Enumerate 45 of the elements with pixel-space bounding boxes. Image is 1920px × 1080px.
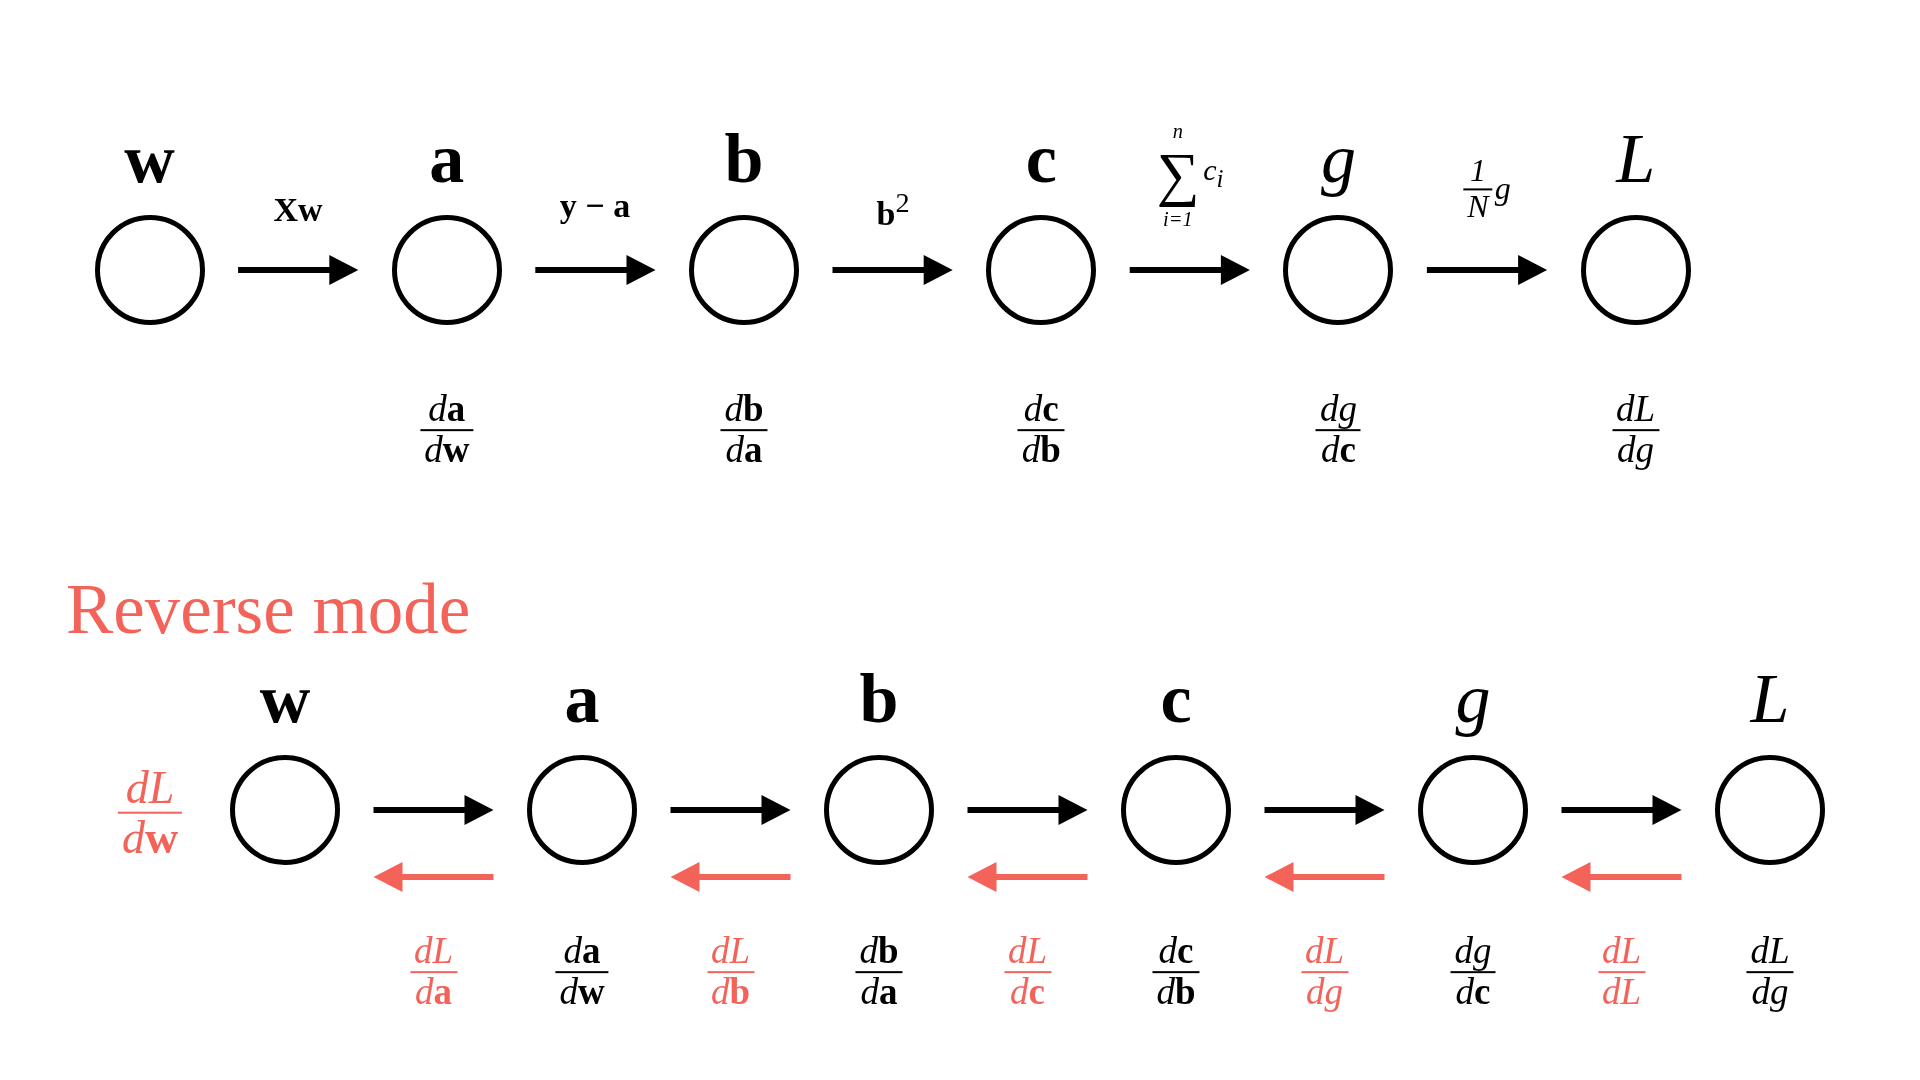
derivative-fraction: db da bbox=[855, 932, 903, 1012]
arrow bbox=[1264, 862, 1385, 892]
derivative-fraction: da dw bbox=[420, 390, 474, 470]
arrow bbox=[1561, 795, 1682, 825]
derivative-fraction: dc db bbox=[1017, 390, 1065, 470]
derivative-fraction: dL dw bbox=[117, 763, 183, 863]
arrow bbox=[967, 862, 1088, 892]
variable-label: a bbox=[564, 664, 600, 734]
arrow bbox=[670, 795, 791, 825]
variable-label: c bbox=[1160, 664, 1192, 734]
variable-label: L bbox=[1750, 664, 1790, 734]
variable-label: w bbox=[124, 124, 175, 194]
variable-label: a bbox=[429, 124, 465, 194]
arrow bbox=[1264, 795, 1385, 825]
arrow bbox=[373, 862, 494, 892]
edge-label: dL dL bbox=[1597, 932, 1646, 1012]
derivative-fraction: dg dc bbox=[1315, 390, 1361, 470]
edge-label: Xw bbox=[273, 192, 323, 228]
arrow bbox=[1426, 255, 1548, 285]
derivative-fraction: dL dg bbox=[1612, 390, 1660, 470]
arrow bbox=[967, 795, 1088, 825]
edge-label: dL dc bbox=[1003, 932, 1052, 1012]
variable-label: w bbox=[259, 664, 311, 734]
variable-label: c bbox=[1025, 124, 1057, 194]
variable-label: L bbox=[1616, 124, 1656, 194]
arrow bbox=[535, 255, 656, 285]
edge-label: dL da bbox=[409, 932, 458, 1012]
edge-label: dL db bbox=[706, 932, 755, 1012]
derivative-fraction: dg dc bbox=[1450, 932, 1496, 1012]
derivative-fraction: da dw bbox=[555, 932, 609, 1012]
arrow bbox=[1561, 862, 1682, 892]
variable-label: b bbox=[859, 664, 899, 734]
arrow bbox=[373, 795, 494, 825]
arrow bbox=[238, 255, 359, 285]
derivative-fraction: dL dg bbox=[1746, 932, 1794, 1012]
arrow bbox=[1129, 255, 1250, 285]
derivative-fraction: dc db bbox=[1152, 932, 1200, 1012]
arrow bbox=[832, 255, 953, 285]
arrow bbox=[670, 862, 791, 892]
edge-label: b$^{2}$ bbox=[876, 188, 910, 232]
edge-label: dL dg bbox=[1300, 932, 1349, 1012]
derivative-fraction: db da bbox=[720, 390, 768, 470]
edge-label: y − a bbox=[559, 188, 631, 224]
section-heading: Reverse mode bbox=[66, 569, 471, 649]
variable-label: b bbox=[724, 124, 764, 194]
